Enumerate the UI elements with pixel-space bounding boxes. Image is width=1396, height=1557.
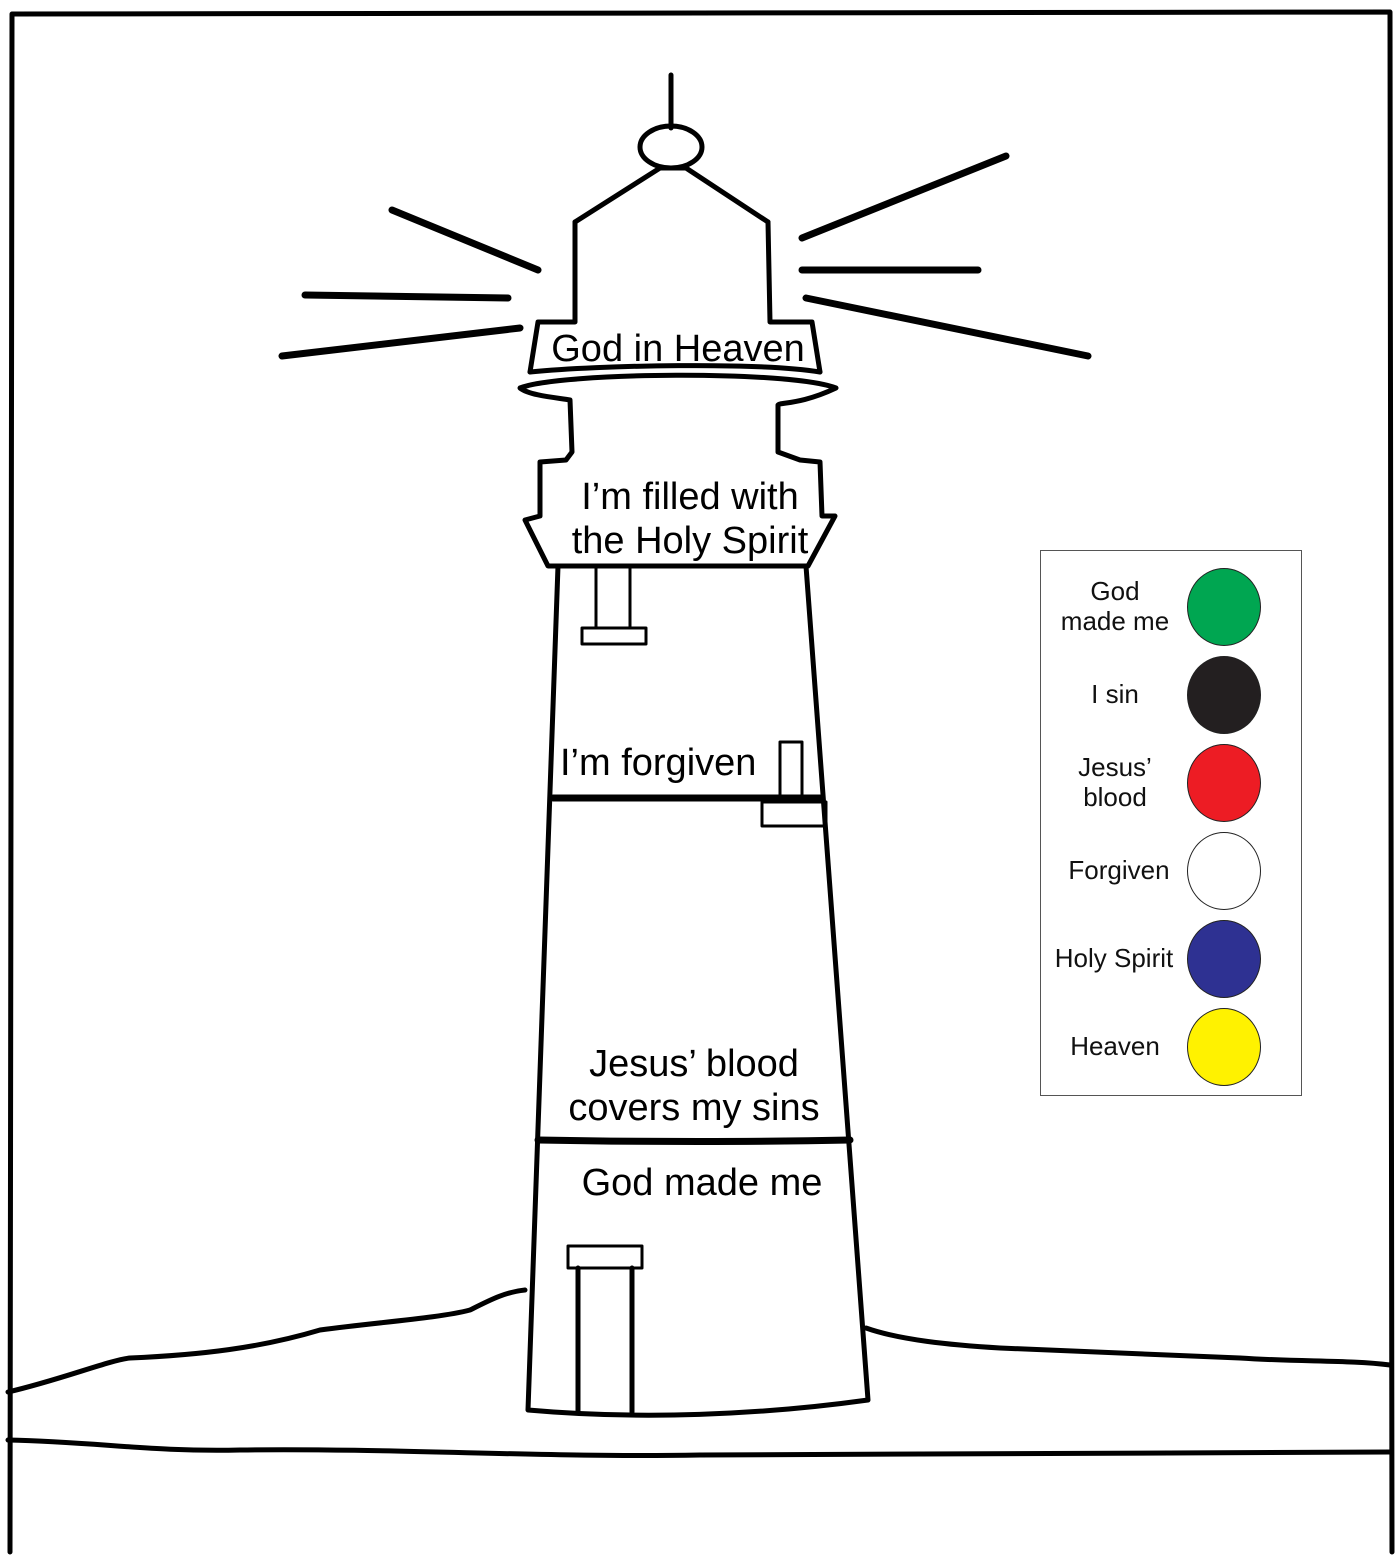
legend-item-forgiven: Forgiven: [1041, 829, 1303, 913]
legend-swatch-white: [1187, 832, 1261, 910]
label-god-in-heaven: God in Heaven: [540, 328, 816, 372]
legend-swatch-blue: [1187, 920, 1261, 998]
light-rays: [282, 156, 1088, 356]
label-jesus-blood-line2: covers my sins: [556, 1087, 832, 1131]
legend-label-line2: made me: [1045, 607, 1185, 637]
legend-item-heaven: Heaven: [1041, 1005, 1303, 1089]
legend-item-god-made-me: God made me: [1041, 565, 1303, 649]
label-forgiven: I’m forgiven: [560, 742, 770, 786]
color-legend: God made me I sin Jesus’ blood Forgiven …: [1040, 550, 1302, 1096]
label-god-made-me: God made me: [570, 1162, 834, 1206]
ground-line-right: [866, 1328, 1390, 1365]
label-holy-spirit-line1: I’m filled with: [560, 476, 820, 520]
lighthouse-ball: [640, 126, 702, 168]
window-middle: [762, 742, 826, 826]
legend-item-jesus-blood: Jesus’ blood: [1041, 741, 1303, 825]
label-holy-spirit-line2: the Holy Spirit: [560, 520, 820, 564]
legend-swatch-green: [1187, 568, 1261, 646]
legend-label-line1: Heaven: [1045, 1032, 1185, 1062]
legend-label-line2: blood: [1045, 783, 1185, 813]
lighthouse-roof: [575, 168, 768, 222]
label-jesus-blood: Jesus’ blood covers my sins: [556, 1043, 832, 1130]
legend-label-line1: Jesus’: [1045, 753, 1185, 783]
window-upper: [582, 566, 646, 644]
ground-line: [8, 1290, 525, 1392]
lighthouse-door: [568, 1246, 642, 1412]
horizon-line: [8, 1440, 1390, 1456]
legend-item-holy-spirit: Holy Spirit: [1041, 917, 1303, 1001]
label-jesus-blood-line1: Jesus’ blood: [556, 1043, 832, 1087]
legend-item-i-sin: I sin: [1041, 653, 1303, 737]
legend-label-line1: Forgiven: [1049, 856, 1189, 886]
label-holy-spirit: I’m filled with the Holy Spirit: [560, 476, 820, 563]
legend-label-line1: God: [1045, 577, 1185, 607]
band-line-lower: [538, 1140, 850, 1142]
legend-label-line1: I sin: [1045, 680, 1185, 710]
legend-label-line1: Holy Spirit: [1039, 944, 1189, 974]
legend-swatch-yellow: [1187, 1008, 1261, 1086]
legend-swatch-red: [1187, 744, 1261, 822]
legend-swatch-black: [1187, 656, 1261, 734]
